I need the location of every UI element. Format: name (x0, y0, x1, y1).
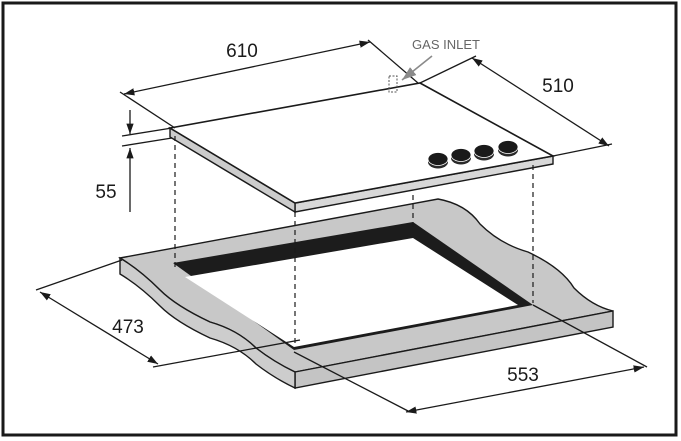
countertop (118, 198, 614, 390)
projection-lines (174, 136, 534, 345)
hob (167, 75, 556, 214)
cutout-opening (185, 238, 518, 347)
knob-icon (497, 140, 519, 157)
dim-line-473 (39, 291, 159, 365)
knob-icon (427, 152, 449, 169)
knob-icon (473, 144, 495, 161)
dim-line-510 (471, 57, 610, 147)
hob-top-surface (167, 82, 556, 204)
countertop-left-edge (119, 256, 296, 390)
gas-inlet-arrow (401, 55, 433, 81)
dim-label-610: 610 (226, 41, 258, 62)
knob-icon (450, 148, 472, 165)
dimension-lines (35, 39, 648, 414)
control-knobs (427, 140, 519, 169)
dim-label-510: 510 (542, 76, 574, 97)
gas-inlet-icon (388, 75, 398, 93)
dim-line-610 (123, 40, 371, 96)
dim-label-553: 553 (507, 365, 539, 386)
dim-label-473: 473 (112, 317, 144, 338)
gas-inlet-label: GAS INLET (412, 37, 480, 52)
dim-line-553 (405, 365, 645, 414)
dim-label-55: 55 (95, 182, 116, 203)
